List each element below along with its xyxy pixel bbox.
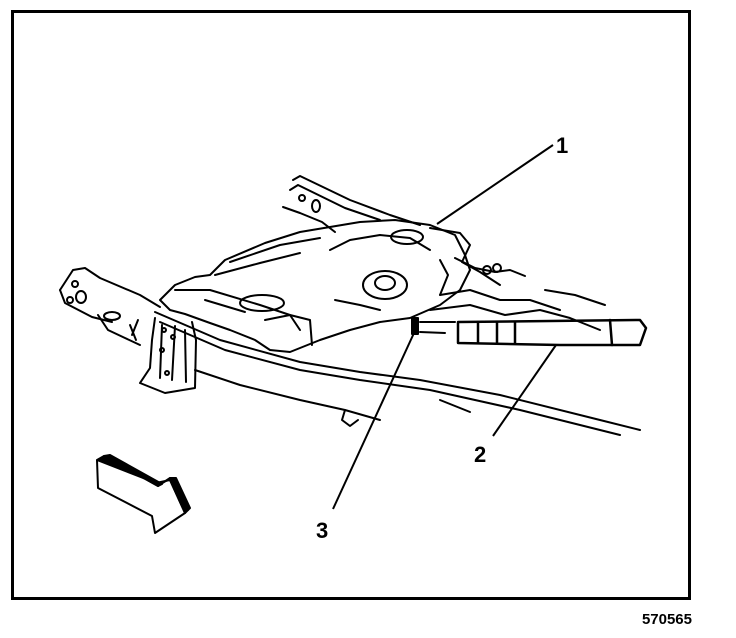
connector bbox=[411, 317, 456, 335]
tank-straps bbox=[429, 227, 606, 331]
callout-3: 3 bbox=[316, 518, 329, 543]
figure-id-label: 570565 bbox=[641, 611, 692, 628]
leader-line-3 bbox=[332, 332, 415, 510]
leader-line-1 bbox=[436, 144, 554, 225]
filler-pipe bbox=[456, 318, 648, 347]
leader-line-2 bbox=[492, 344, 557, 437]
frame-rail bbox=[154, 311, 641, 436]
front-arrow-icon bbox=[96, 454, 191, 534]
side-bracket bbox=[139, 317, 197, 394]
fuel-tank-body bbox=[159, 219, 471, 353]
diagram-frame bbox=[11, 10, 691, 600]
callout-1: 1 bbox=[556, 133, 569, 158]
front-crossmember bbox=[59, 267, 161, 346]
callout-2: 2 bbox=[474, 442, 487, 467]
